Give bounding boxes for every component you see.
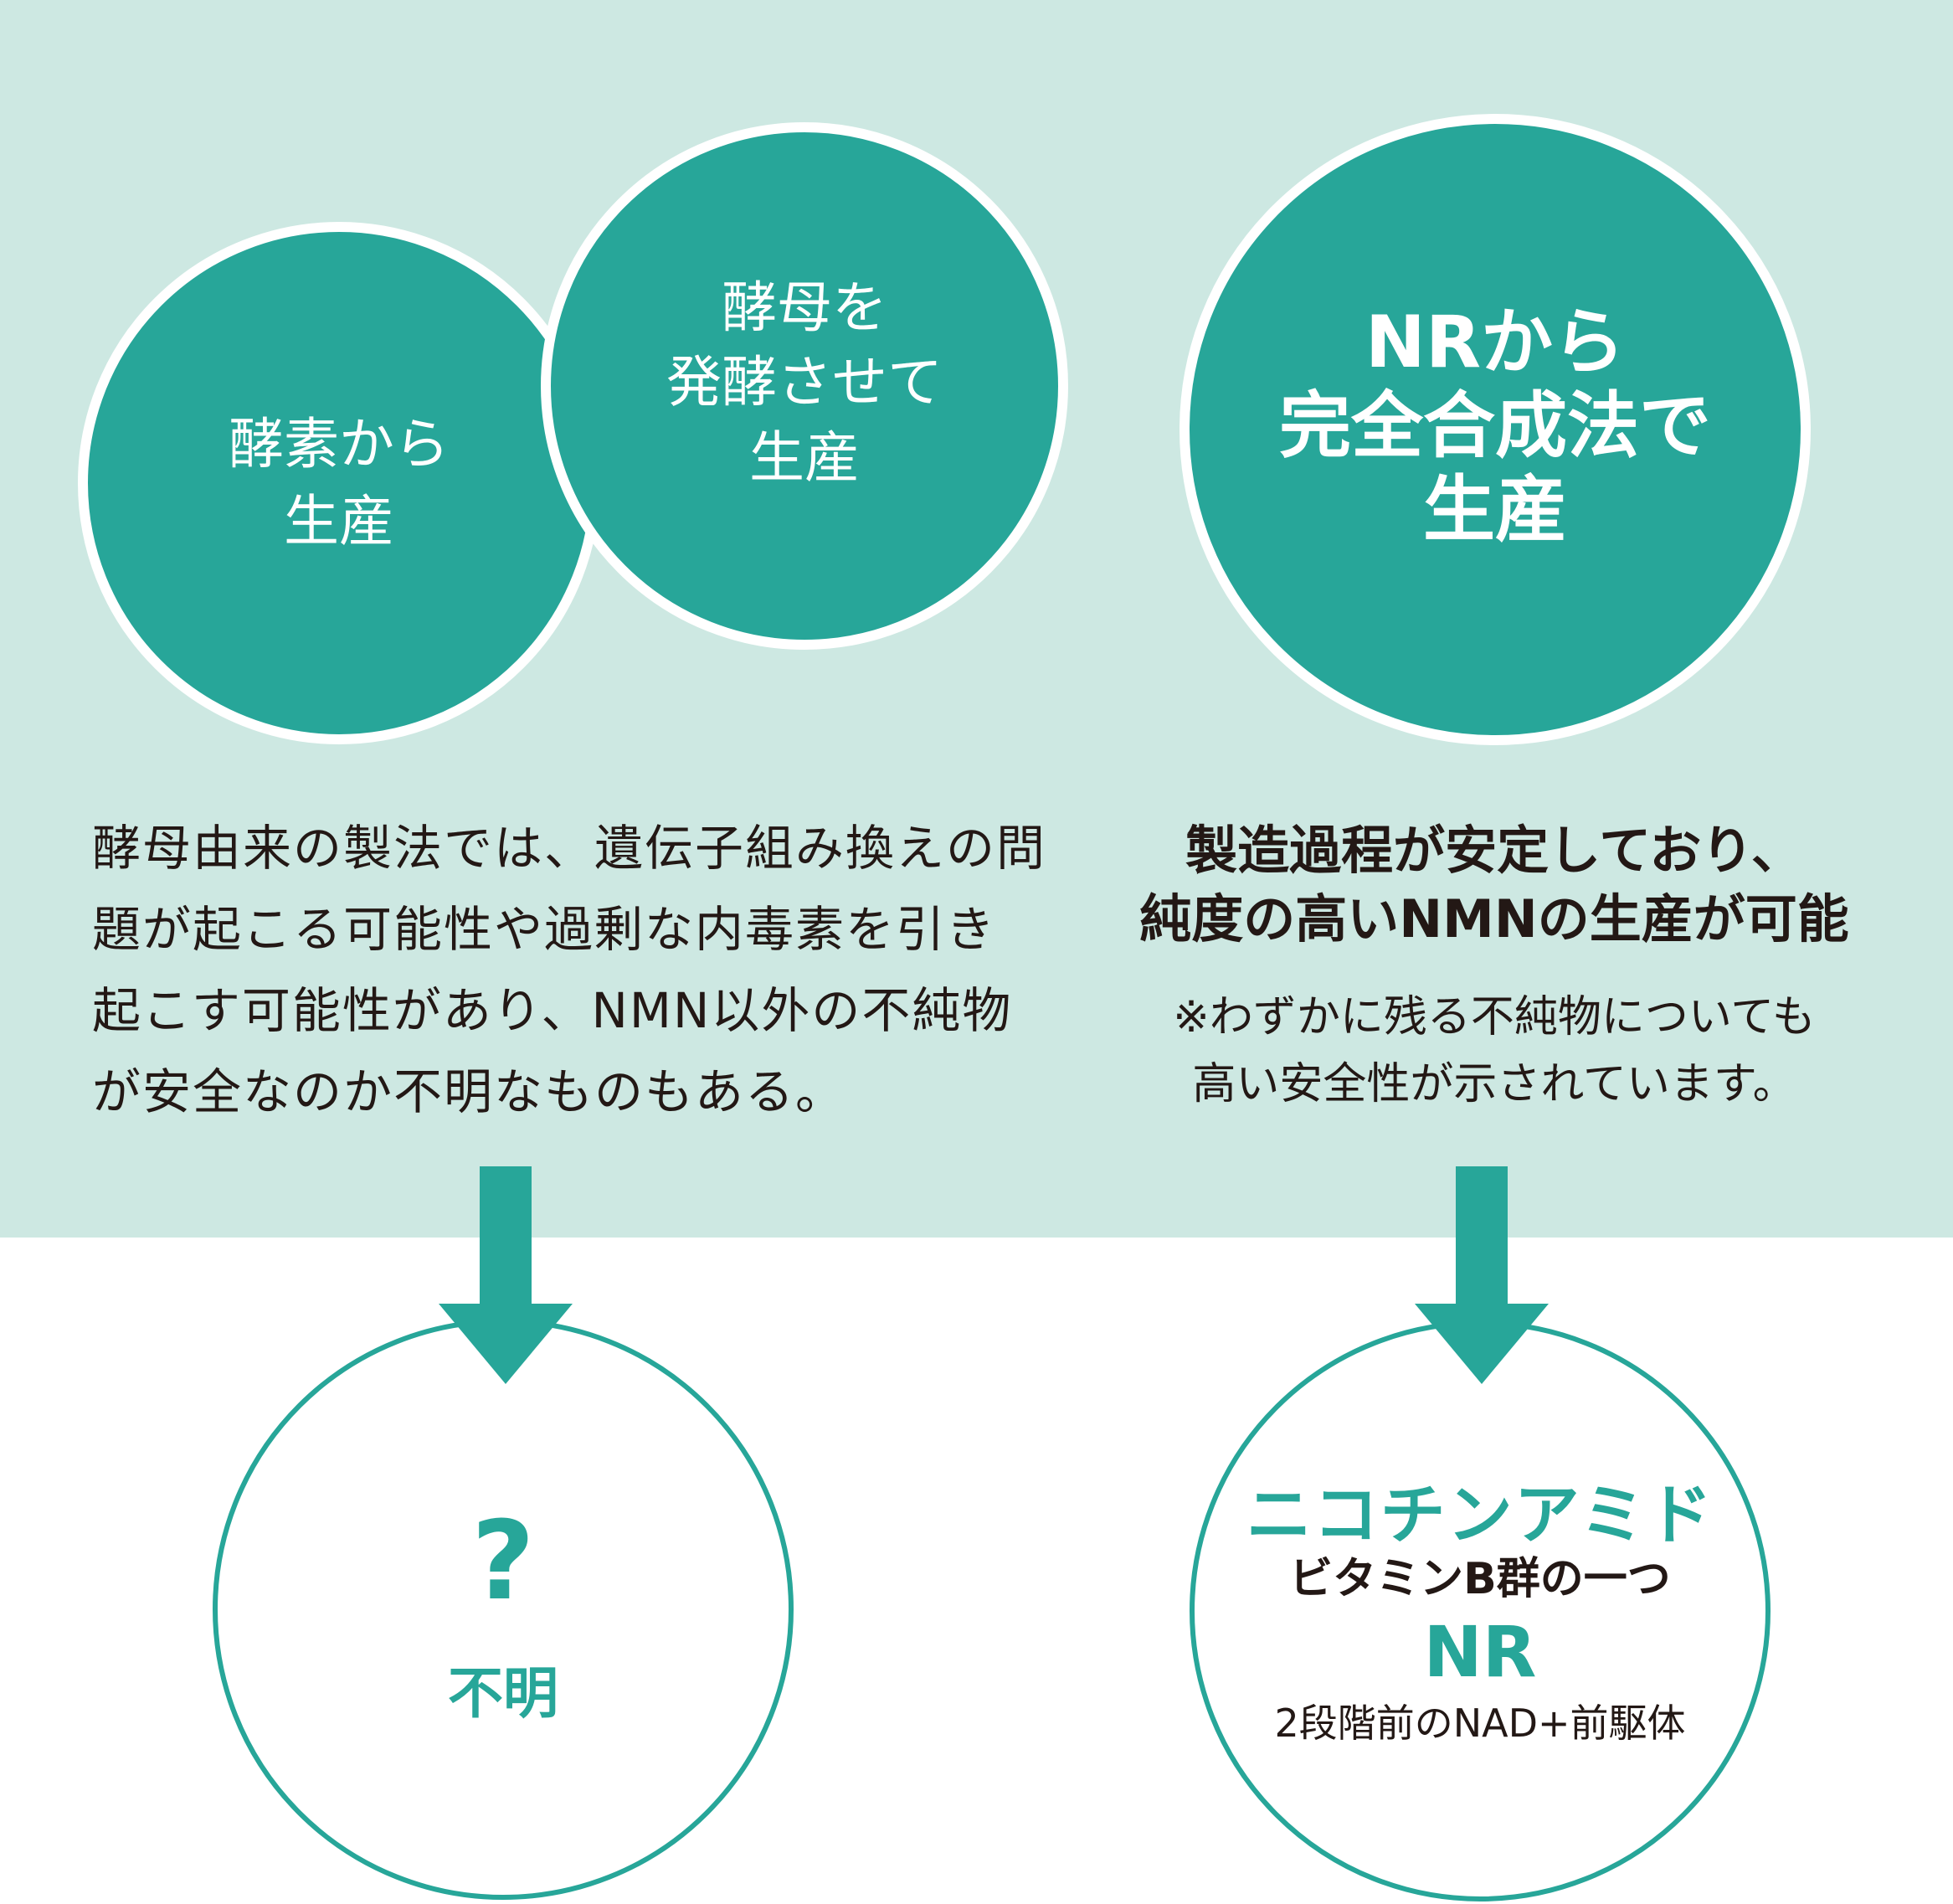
nad-precursor-description: 2段階前のNAD+前駆体 <box>1274 1701 1686 1746</box>
nr-synthesis-label: NRから 完全合成法で 生産 <box>1279 301 1711 552</box>
circle-line: 生産 <box>1423 467 1567 552</box>
description-line: 起こす可能性があり、NMN以外の不純物 <box>92 982 1013 1039</box>
yeast-fermentation-circle: 酵母を 発酵させて 生産 <box>541 122 1068 650</box>
circle-line: NRから <box>1365 301 1626 385</box>
synthesis-method-description: 製造過程が安定しており、 純度の高いNMNの生産が可能 ※わずかに残る不純物につ… <box>1088 816 1900 1118</box>
arrow-down-icon <box>1415 1166 1549 1384</box>
question-mark-icon: ? <box>471 1497 535 1624</box>
enzyme-production-label: 酵素から 生産 <box>229 406 450 561</box>
yeast-fermentation-label: 酵母を 発酵させて 生産 <box>666 270 943 494</box>
circle-line: 生産 <box>749 425 860 490</box>
unknown-label: 不明 <box>448 1661 558 1726</box>
circle-line: 生産 <box>284 489 394 553</box>
circle-line: 酵素から <box>229 411 450 476</box>
circle-line: 発酵させて <box>666 350 943 415</box>
unknown-result-circle: ? 不明 <box>213 1319 794 1900</box>
vitamin-b-subtitle: ビタミンB群の一つ <box>1289 1554 1671 1605</box>
description-line: が安全なのか不明なものもある。 <box>92 1063 846 1120</box>
nicotinamide-title: ニコチンアミド <box>1246 1477 1714 1553</box>
description-line: 酵母由来の製法では、遺伝子組み換えの問 <box>92 820 1047 877</box>
note-line: 高い安全性が示されています。 <box>1192 1059 1796 1109</box>
synthesis-headline: 製造過程が安定しており、 純度の高いNMNの生産が可能 <box>1088 816 1900 954</box>
nr-label: NR <box>1423 1611 1537 1693</box>
note-line: ※わずかに残る不純物についても <box>1173 992 1816 1042</box>
headline-line: 製造過程が安定しており、 <box>1185 820 1803 881</box>
yeast-method-description: 酵母由来の製法では、遺伝子組み換えの問 題が起こる可能性や過剰な内毒素を引き 起… <box>92 808 1047 1133</box>
nr-synthesis-circle: NRから 完全合成法で 生産 <box>1180 114 1811 745</box>
enzyme-production-circle: 酵素から 生産 <box>78 222 600 744</box>
circle-line: 完全合成法で <box>1279 384 1711 469</box>
safety-note: ※わずかに残る不純物についても 高い安全性が示されています。 <box>1088 984 1900 1118</box>
headline-line: 純度の高いNMNの生産が可能 <box>1139 888 1849 949</box>
arrow-down-icon <box>439 1166 573 1384</box>
circle-line: 酵母を <box>722 275 887 341</box>
nr-result-circle: ニコチンアミド ビタミンB群の一つ NR 2段階前のNAD+前駆体 <box>1190 1320 1771 1901</box>
description-line: 題が起こる可能性や過剰な内毒素を引き <box>92 901 997 958</box>
